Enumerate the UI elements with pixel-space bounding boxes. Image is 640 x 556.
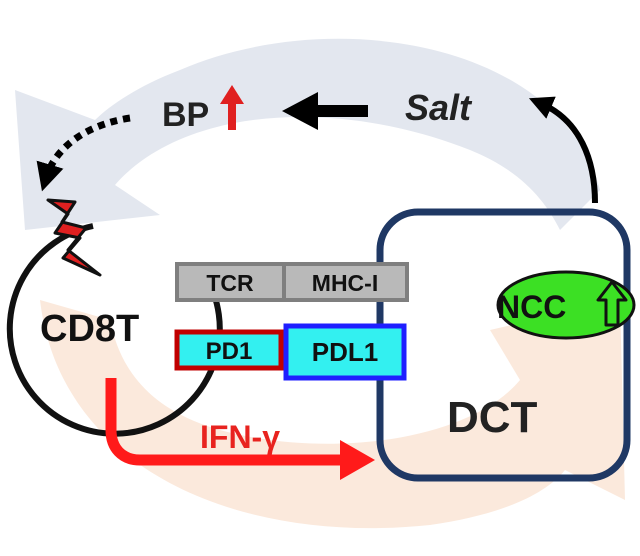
pd1-label: PD1 bbox=[206, 338, 253, 365]
dct-to-salt-arrow bbox=[528, 96, 598, 204]
lower-background-arrow bbox=[40, 300, 625, 529]
cd8t-label: CD8T bbox=[40, 308, 139, 350]
outlined-up-arrow-icon bbox=[596, 280, 628, 327]
mhc-receptor: MHC-I bbox=[282, 262, 409, 302]
red-up-arrow-icon bbox=[220, 85, 244, 130]
dct-label: DCT bbox=[447, 393, 538, 442]
salt-label: Salt bbox=[405, 87, 473, 128]
ifn-gamma-label: IFN-γ bbox=[200, 419, 280, 455]
ncc-transporter: NCC bbox=[496, 270, 636, 340]
pdl1-ligand: PDL1 bbox=[283, 323, 407, 381]
pd1-receptor: PD1 bbox=[174, 329, 284, 371]
ifn-gamma-arrow bbox=[105, 378, 340, 466]
upper-background-arrow bbox=[15, 38, 600, 230]
salt-to-bp-arrow bbox=[282, 92, 368, 130]
tcr-label: TCR bbox=[206, 270, 254, 296]
mhc-label: MHC-I bbox=[312, 270, 378, 296]
bp-to-cd8t-dotted-arrow bbox=[36, 114, 131, 192]
pdl1-label: PDL1 bbox=[312, 337, 378, 367]
ncc-label: NCC bbox=[497, 289, 566, 325]
bp-label: BP bbox=[162, 96, 209, 134]
tcr-receptor: TCR bbox=[175, 262, 286, 302]
lightning-bolt-icon bbox=[46, 198, 102, 277]
ifn-gamma-arrowhead bbox=[340, 440, 375, 480]
background-cycle-arrows bbox=[15, 38, 625, 529]
